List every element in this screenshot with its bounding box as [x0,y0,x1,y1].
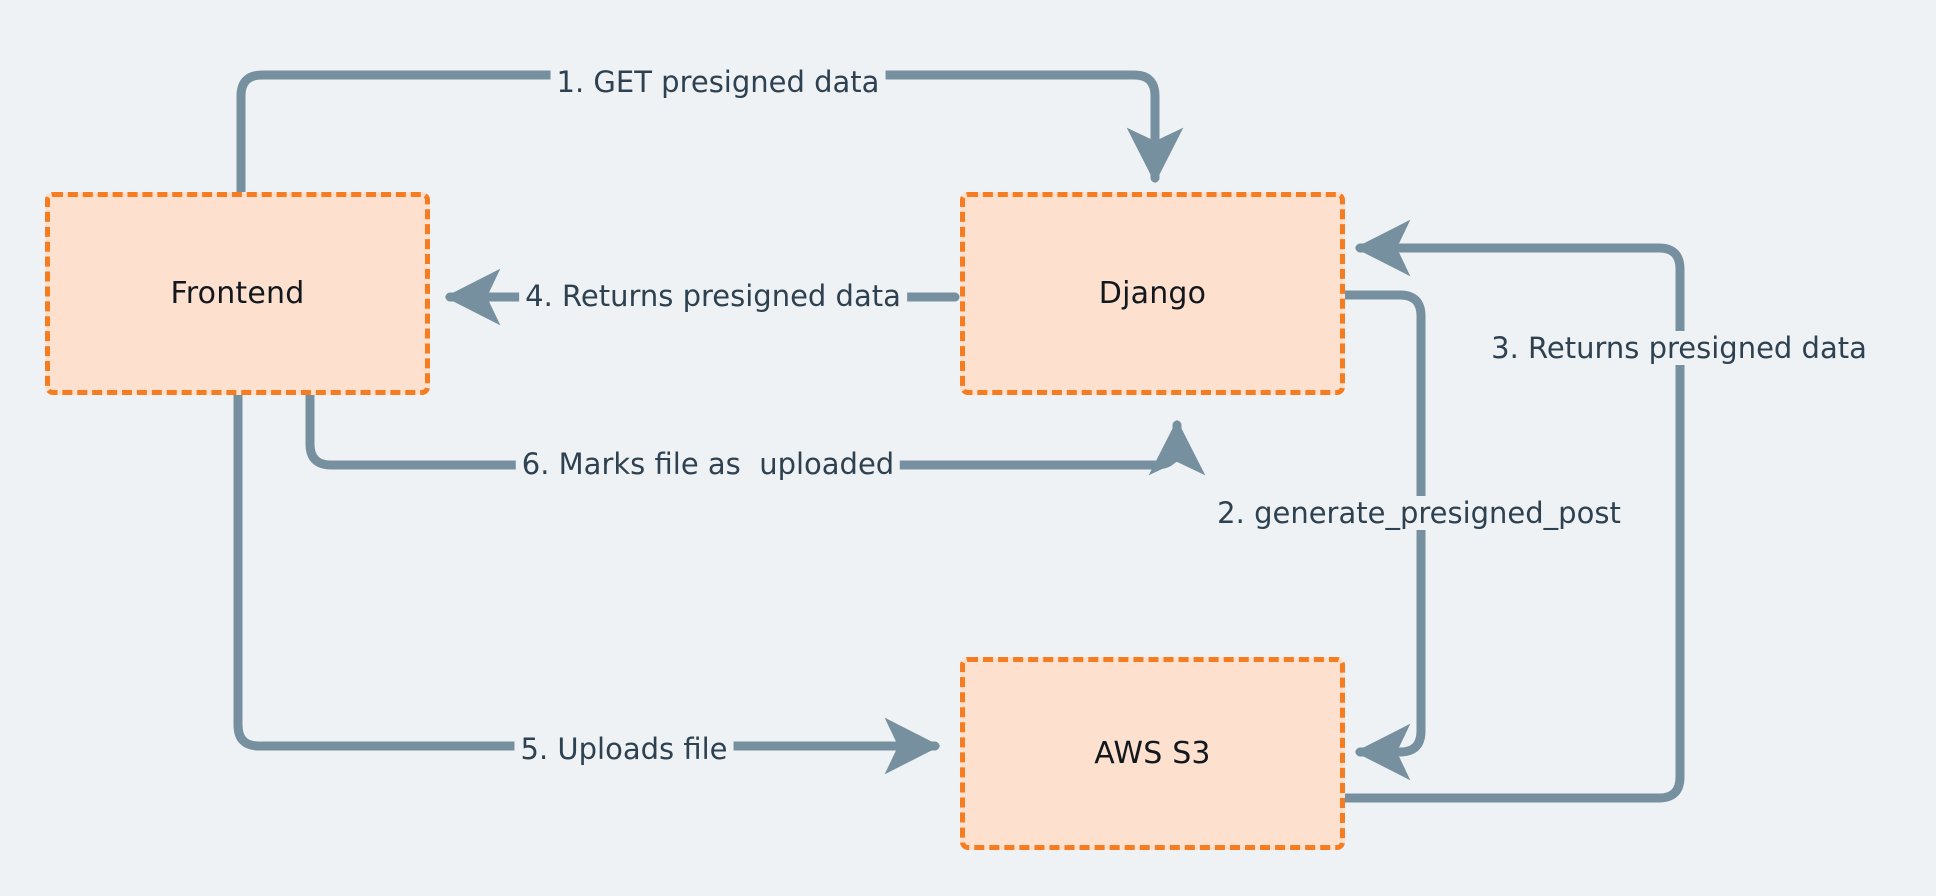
node-frontend[interactable]: Frontend [45,192,430,395]
connector-5-uploads-file [233,390,941,775]
node-frontend-label: Frontend [170,276,305,311]
edge-label-2: 2. generate_presigned_post [1211,496,1627,530]
node-aws-s3[interactable]: AWS S3 [960,657,1345,850]
connector-3-returns-presigned-data [1340,219,1685,803]
edge-label-6: 6. Marks file as uploaded [515,447,901,481]
node-django-label: Django [1098,276,1207,311]
node-aws-s3-label: AWS S3 [1094,736,1211,771]
edge-label-3: 3. Returns presigned data [1485,331,1873,365]
node-django[interactable]: Django [960,192,1345,395]
edge-label-1: 1. GET presigned data [550,65,886,99]
edge-label-4: 4. Returns presigned data [519,279,907,313]
edge-label-5: 5. Uploads file [514,732,734,766]
